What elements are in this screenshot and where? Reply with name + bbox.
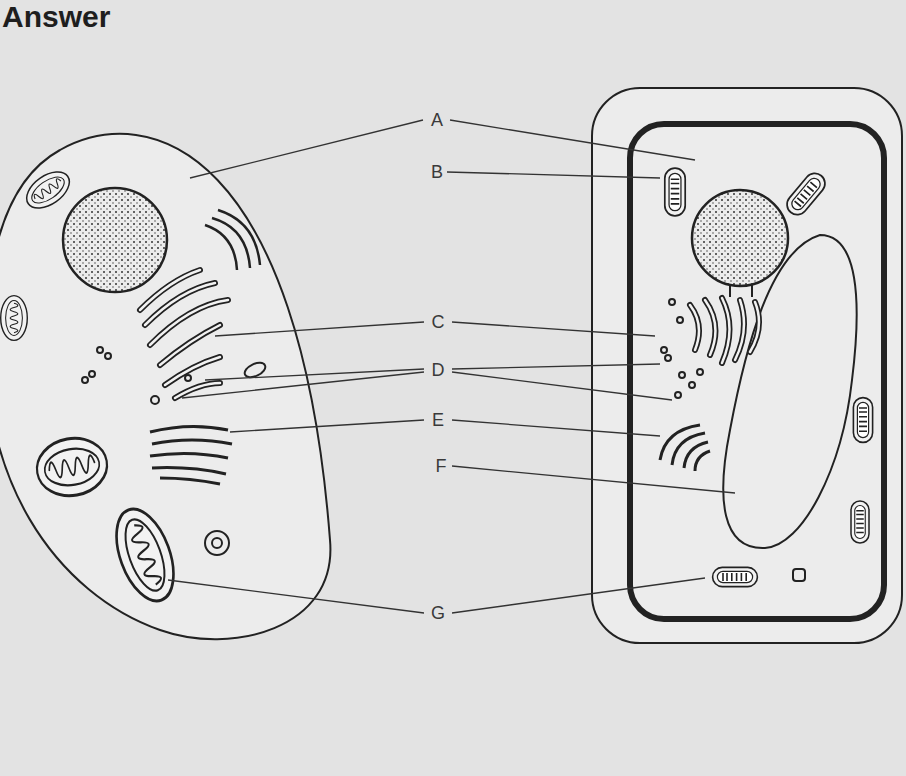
part-letter: D — [430, 361, 447, 379]
part-letter: G — [429, 604, 447, 622]
part-letter: B — [429, 163, 445, 181]
leader-lines — [168, 120, 735, 613]
part-letter: C — [430, 313, 447, 331]
part-letter: E — [430, 411, 446, 429]
plant-cell — [592, 88, 902, 643]
part-letter: A — [429, 111, 445, 129]
part-letter: F — [434, 457, 449, 475]
page-heading: Answer — [2, 2, 110, 32]
animal-cell — [0, 134, 330, 639]
